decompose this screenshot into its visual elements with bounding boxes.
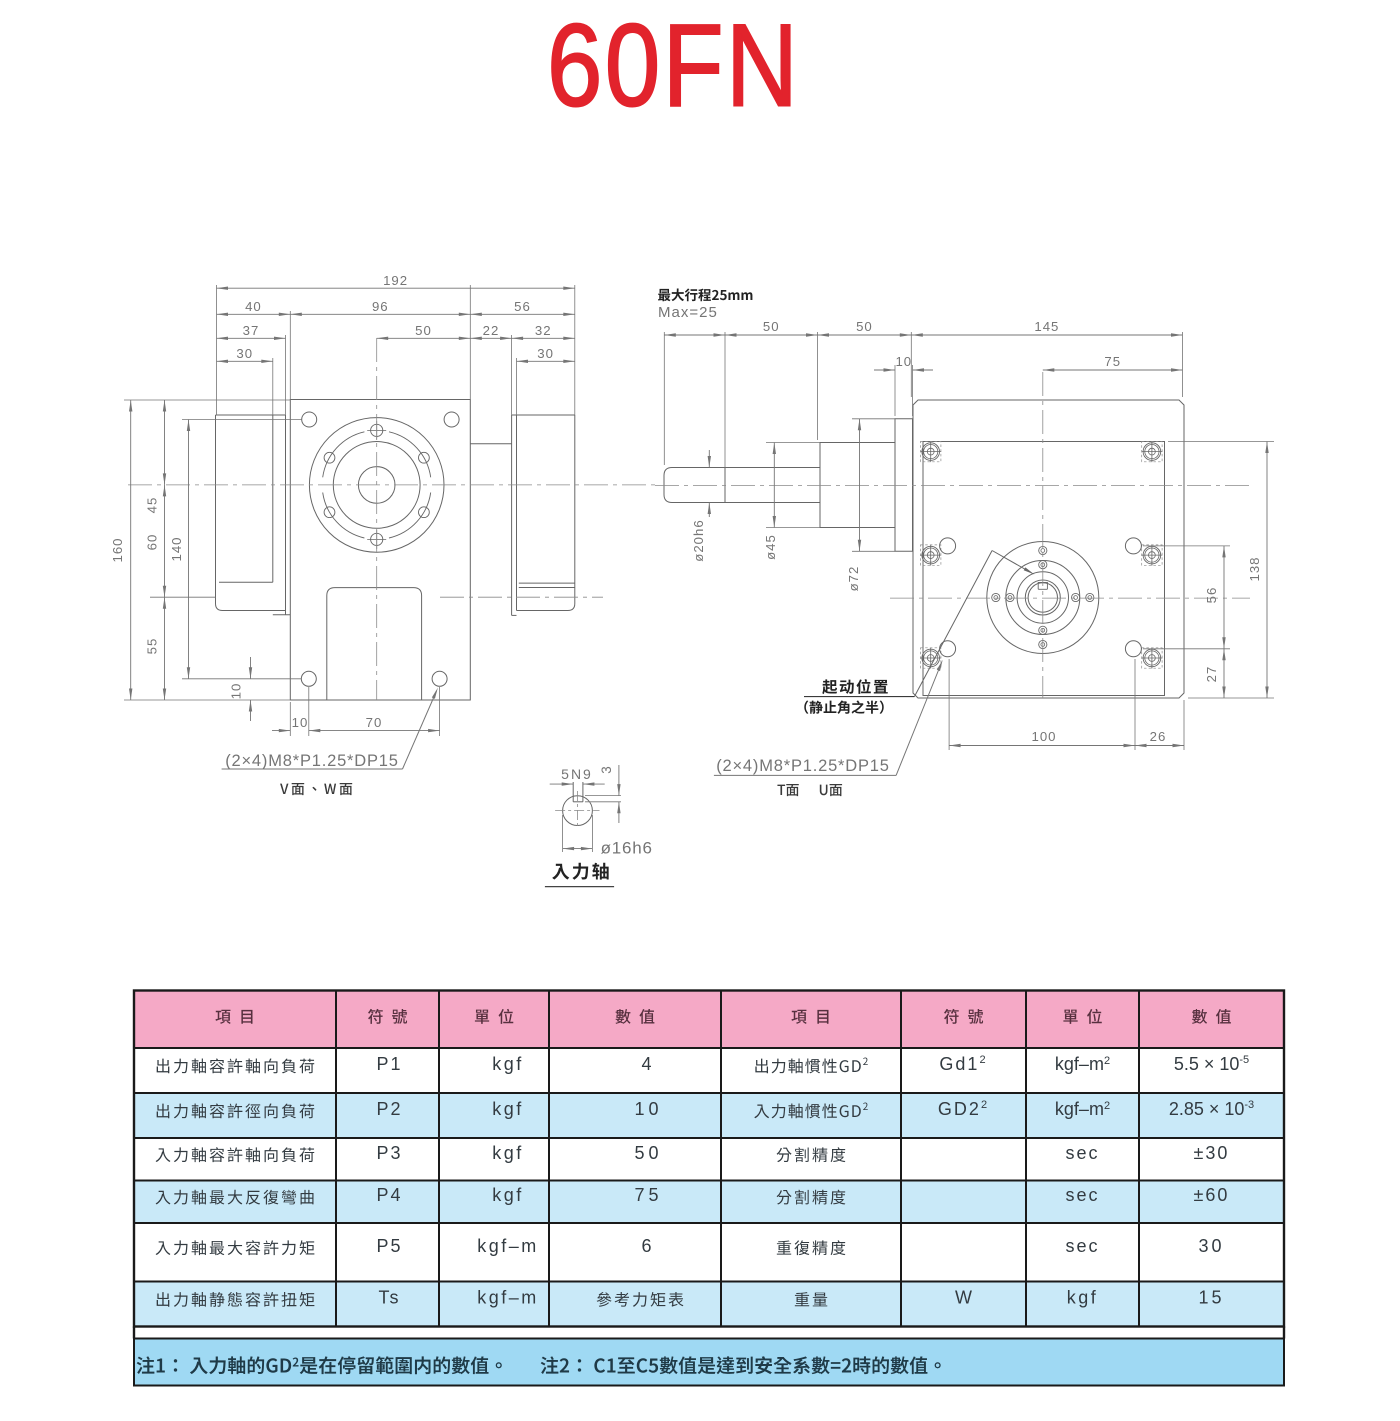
svg-text:60FN: 60FN — [547, 1, 800, 131]
svg-text:192: 192 — [383, 273, 408, 288]
svg-text:6: 6 — [641, 1236, 655, 1256]
svg-text:kgf: kgf — [492, 1185, 524, 1205]
svg-text:ø20h6: ø20h6 — [691, 519, 706, 561]
svg-text:27: 27 — [1204, 666, 1219, 683]
svg-text:4: 4 — [641, 1054, 655, 1074]
svg-text:sec: sec — [1065, 1185, 1099, 1205]
svg-text:160: 160 — [110, 537, 125, 562]
svg-text:30: 30 — [537, 346, 554, 361]
svg-text:±60: ±60 — [1194, 1185, 1230, 1205]
svg-text:30: 30 — [236, 346, 253, 361]
svg-text:56: 56 — [1204, 587, 1219, 604]
svg-text:22: 22 — [483, 323, 500, 338]
svg-text:138: 138 — [1247, 556, 1262, 581]
svg-text:60: 60 — [145, 534, 160, 551]
svg-text:75: 75 — [1104, 354, 1121, 369]
svg-text:kgf: kgf — [1067, 1288, 1099, 1308]
svg-text:2.85 × 10-3: 2.85 × 10-3 — [1169, 1099, 1254, 1119]
svg-text:kgf–m: kgf–m — [477, 1236, 539, 1256]
svg-text:sec: sec — [1065, 1143, 1099, 1163]
svg-text:P1: P1 — [376, 1054, 402, 1074]
svg-text:(2×4)M8*P1.25*DP15: (2×4)M8*P1.25*DP15 — [225, 752, 399, 770]
svg-text:15: 15 — [1198, 1288, 1224, 1308]
svg-text:kgf: kgf — [492, 1099, 524, 1119]
svg-text:10: 10 — [634, 1099, 662, 1119]
svg-text:Gd12: Gd12 — [939, 1054, 987, 1074]
svg-text:5N9: 5N9 — [561, 766, 593, 782]
svg-text:10: 10 — [292, 715, 309, 730]
svg-text:5.5 × 10-5: 5.5 × 10-5 — [1174, 1054, 1249, 1074]
svg-text:50: 50 — [634, 1143, 662, 1163]
svg-text:3: 3 — [599, 766, 614, 774]
svg-text:W: W — [955, 1288, 972, 1308]
svg-text:96: 96 — [372, 299, 389, 314]
svg-text:56: 56 — [514, 299, 531, 314]
svg-text:75: 75 — [634, 1185, 662, 1205]
svg-text:ø72: ø72 — [846, 566, 861, 592]
svg-text:45: 45 — [145, 497, 160, 514]
svg-text:kgf–m2: kgf–m2 — [1055, 1054, 1110, 1074]
svg-text:26: 26 — [1150, 729, 1167, 744]
svg-text:±30: ±30 — [1194, 1143, 1230, 1163]
svg-text:10: 10 — [895, 354, 912, 369]
svg-text:30: 30 — [1198, 1236, 1224, 1256]
svg-text:140: 140 — [169, 536, 184, 561]
svg-text:kgf–m2: kgf–m2 — [1055, 1099, 1110, 1119]
svg-text:P2: P2 — [376, 1099, 402, 1119]
svg-text:50: 50 — [763, 319, 780, 334]
svg-text:Max=25: Max=25 — [658, 304, 718, 321]
svg-text:55: 55 — [145, 638, 160, 655]
svg-text:(2×4)M8*P1.25*DP15: (2×4)M8*P1.25*DP15 — [716, 757, 890, 775]
svg-text:P4: P4 — [376, 1185, 402, 1205]
svg-text:10: 10 — [229, 683, 244, 700]
svg-text:kgf–m: kgf–m — [477, 1288, 539, 1308]
svg-text:40: 40 — [245, 299, 262, 314]
svg-text:100: 100 — [1031, 729, 1056, 744]
svg-text:32: 32 — [535, 323, 552, 338]
svg-text:ø45: ø45 — [763, 534, 778, 560]
svg-text:P3: P3 — [376, 1143, 402, 1163]
svg-text:P5: P5 — [376, 1236, 402, 1256]
svg-text:145: 145 — [1034, 319, 1059, 334]
svg-text:37: 37 — [243, 323, 260, 338]
svg-text:ø16h6: ø16h6 — [601, 839, 653, 858]
svg-text:50: 50 — [415, 323, 432, 338]
svg-text:kgf: kgf — [492, 1143, 524, 1163]
svg-text:GD22: GD22 — [938, 1099, 989, 1119]
svg-text:50: 50 — [856, 319, 873, 334]
svg-text:Ts: Ts — [379, 1288, 401, 1308]
svg-text:kgf: kgf — [492, 1054, 524, 1074]
svg-text:sec: sec — [1065, 1236, 1099, 1256]
svg-text:70: 70 — [366, 715, 383, 730]
